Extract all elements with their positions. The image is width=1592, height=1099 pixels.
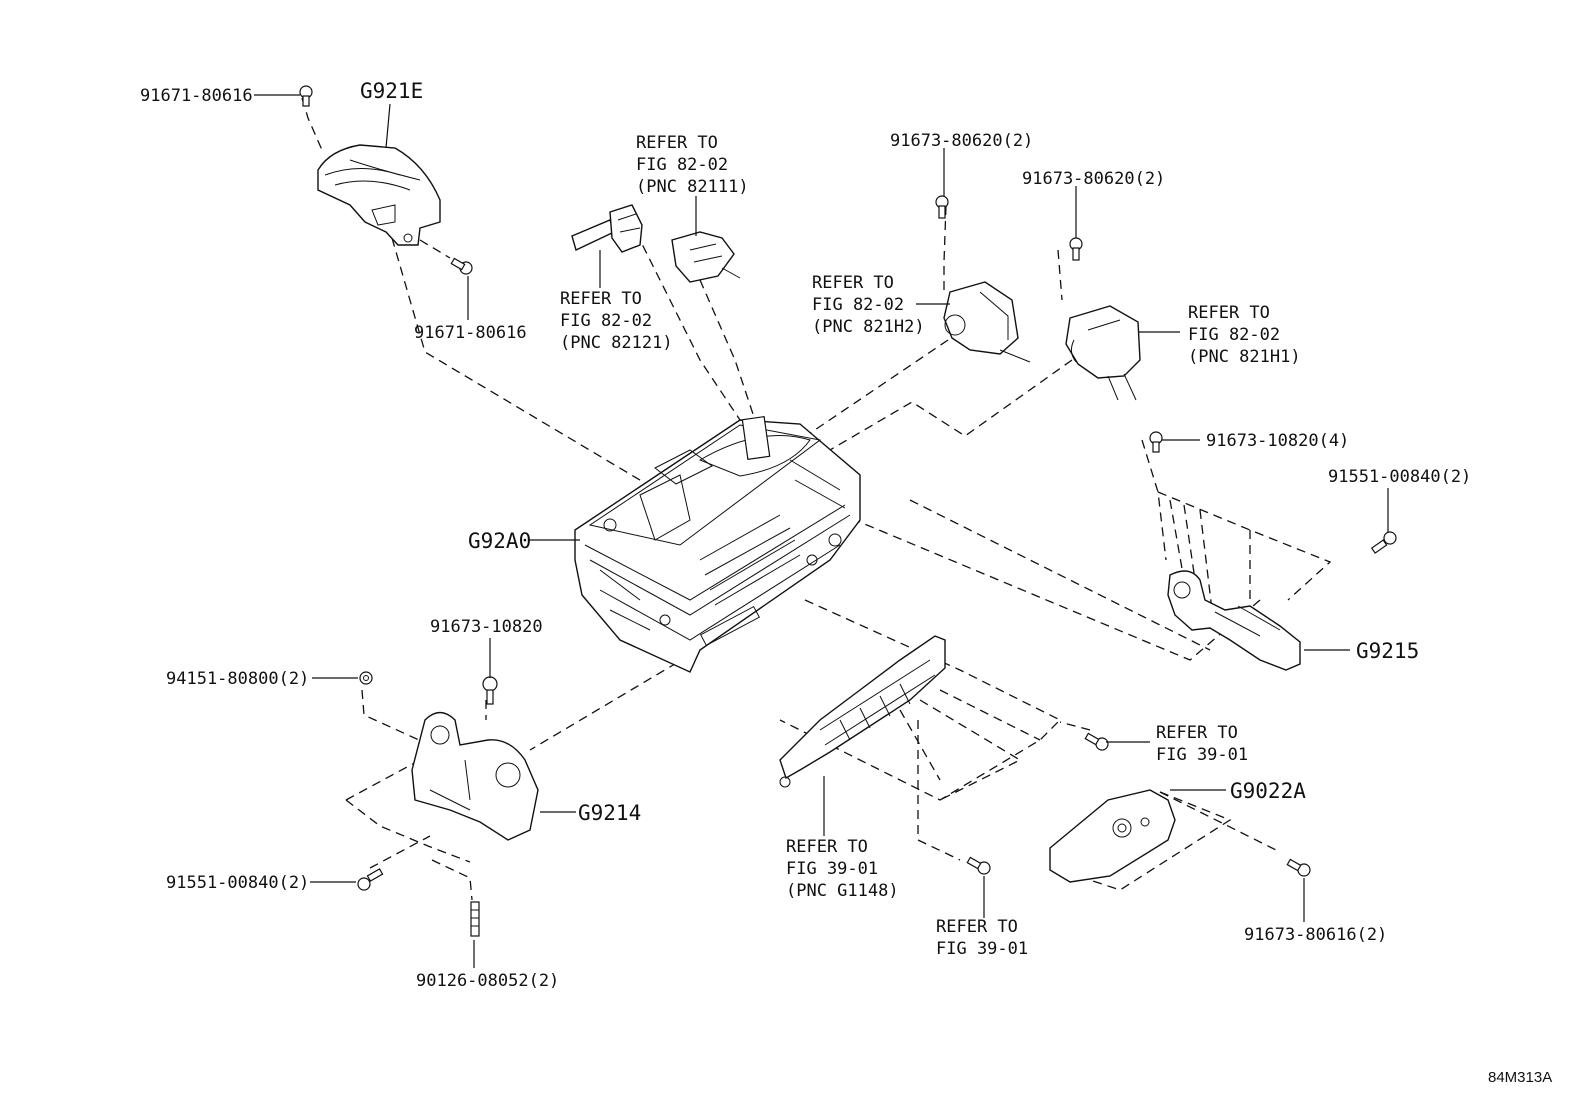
ref-line: (PNC G1148) [786,881,899,901]
label-cover-plate: G9022A [1230,779,1306,803]
bracket-g1148 [779,635,946,788]
ref-block-39-right[interactable]: REFER TO FIG 39-01 [1156,723,1248,765]
ref-block-821h2[interactable]: REFER TO FIG 82-02 (PNC 821H2) [812,273,925,337]
bolt-icon-bracket-right [1370,531,1397,554]
ref-line: FIG 82-02 [812,295,904,315]
bolt-icon-ref-39-bottom [966,856,991,875]
inverter-assembly [574,415,861,673]
leader-lines [254,94,1389,968]
ref-line: REFER TO [936,917,1018,937]
label-bolt-cover-side: 91671-80616 [414,323,527,343]
ref-line: (PNC 82111) [636,177,749,197]
fasteners [299,85,1397,937]
cover-plate-g9022a [1049,789,1176,883]
diagram-code: 84M313A [1488,1069,1552,1086]
ref-block-39-bottom[interactable]: REFER TO FIG 39-01 [936,917,1028,959]
ref-block-g1148[interactable]: REFER TO FIG 39-01 (PNC G1148) [786,837,899,901]
label-bolt-bracket-left-bottom: 91551-00840(2) [166,873,309,893]
label-inverter: G92A0 [468,529,531,553]
ref-block-82111[interactable]: REFER TO FIG 82-02 (PNC 82111) [636,133,749,197]
label-stud-bracket-left: 90126-08052(2) [416,971,559,991]
bolt-icon-ref-39-right [1084,732,1109,751]
label-inverter-cover: G921E [360,79,423,103]
cable-connector-82121 [571,204,643,253]
bolt-icon-cover-plate [1286,858,1311,877]
bolt-icon-bracket-left-bottom [357,868,384,891]
ref-block-821h1[interactable]: REFER TO FIG 82-02 (PNC 821H1) [1188,303,1301,367]
ref-line: REFER TO [1156,723,1238,743]
sensor-821h1 [1065,305,1141,401]
label-bracket-left: G9214 [578,801,641,825]
ref-line: FIG 39-01 [936,939,1028,959]
inverter-cover [317,144,441,246]
ref-line: FIG 82-02 [1188,325,1280,345]
label-bolt-cover-plate: 91673-80616(2) [1244,925,1387,945]
label-bolt-sensor-a: 91673-80620(2) [890,131,1033,151]
label-nut-bracket-left: 94151-80800(2) [166,669,309,689]
bolt-icon-bracket-right-top [1149,431,1163,453]
label-bolt-cover-top: 91671-80616 [140,86,253,106]
ref-line: (PNC 82121) [560,333,673,353]
ref-line: FIG 39-01 [1156,745,1248,765]
bolt-icon-cover-side [450,257,473,275]
bracket-g9215 [1167,570,1301,671]
bolt-icon-sensor-a [935,195,949,219]
bolt-icon-sensor-b [1069,237,1083,261]
stud-icon-bracket-left [470,901,480,937]
nut-icon-bracket-left [359,671,373,685]
ref-line: REFER TO [786,837,868,857]
label-bracket-right: G9215 [1356,639,1419,663]
ref-line: REFER TO [636,133,718,153]
cable-connector-82111 [671,231,741,283]
ref-line: FIG 82-02 [560,311,652,331]
label-bolt-bracket-left-top: 91673-10820 [430,617,543,637]
sensor-821h2 [943,281,1031,363]
bracket-g9214 [411,711,539,841]
ref-line: (PNC 821H2) [812,317,925,337]
ref-line: FIG 39-01 [786,859,878,879]
ref-line: (PNC 821H1) [1188,347,1301,367]
ref-line: FIG 82-02 [636,155,728,175]
ref-line: REFER TO [812,273,894,293]
bolt-icon-cover-top [299,85,313,107]
ref-line: REFER TO [560,289,642,309]
ref-line: REFER TO [1188,303,1270,323]
label-bolt-bracket-right-top: 91673-10820(4) [1206,431,1349,451]
label-bolt-bracket-right: 91551-00840(2) [1328,467,1471,487]
ref-block-82121[interactable]: REFER TO FIG 82-02 (PNC 82121) [560,289,673,353]
label-bolt-sensor-b: 91673-80620(2) [1022,169,1165,189]
bolt-icon-bracket-left-top [482,676,498,705]
